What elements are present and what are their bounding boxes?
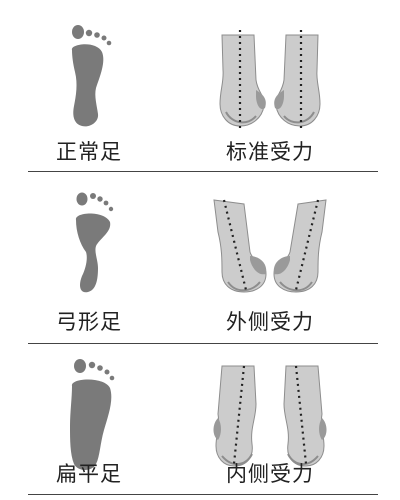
divider bbox=[28, 343, 378, 344]
flat-footprint-icon bbox=[70, 359, 115, 470]
foot-type-label: 弓形足 bbox=[56, 310, 122, 334]
divider bbox=[28, 171, 378, 172]
divider bbox=[28, 494, 378, 495]
flat-heels-rear-view bbox=[213, 365, 327, 467]
panel-arched-foot: 弓形足 外侧受力 bbox=[0, 172, 400, 340]
foot-type-label: 扁平足 bbox=[56, 462, 122, 486]
normal-foot-illustration bbox=[71, 25, 321, 128]
normal-heels-rear-view bbox=[219, 30, 321, 128]
arched-foot-illustration bbox=[75, 192, 327, 293]
panel-flat-foot: 扁平足 内侧受力 bbox=[0, 344, 400, 500]
normal-footprint-icon bbox=[71, 25, 112, 127]
force-label: 外侧受力 bbox=[226, 310, 314, 334]
force-label: 标准受力 bbox=[226, 140, 314, 164]
force-label: 内侧受力 bbox=[226, 462, 314, 486]
arched-heels-rear-view bbox=[213, 199, 327, 293]
arched-footprint-icon bbox=[75, 192, 114, 293]
flat-foot-illustration bbox=[70, 359, 327, 470]
panel-normal-foot: 正常足 标准受力 bbox=[0, 0, 400, 170]
foot-type-label: 正常足 bbox=[56, 140, 122, 164]
